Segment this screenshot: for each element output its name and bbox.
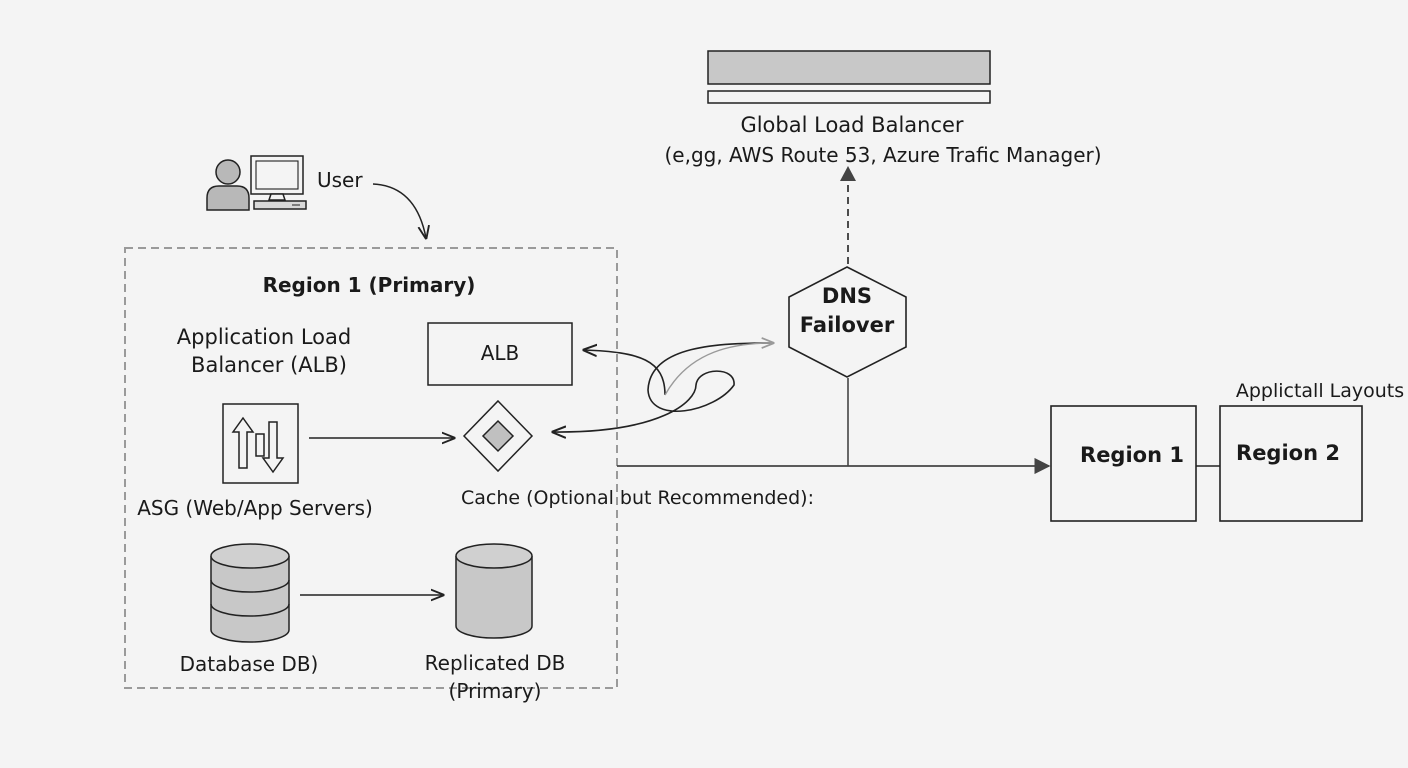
dns-label-line2: Failover bbox=[799, 313, 895, 337]
replicated-db-label-line2: (Primary) bbox=[448, 679, 542, 703]
region1-box bbox=[1050, 405, 1197, 522]
cache-label: Cache (Optional but Recommended): bbox=[461, 487, 814, 509]
region1-label: Region 1 bbox=[1080, 443, 1184, 467]
alb-box-label: ALB bbox=[480, 341, 520, 365]
database-cylinder-icon bbox=[455, 543, 533, 639]
dns-label-line1: DNS bbox=[821, 284, 873, 308]
alb-description-line1: Application Load bbox=[176, 325, 352, 349]
global-lb-subtitle: (e,gg, AWS Route 53, Azure Trafic Manage… bbox=[664, 143, 1102, 167]
user-computer-icon bbox=[206, 155, 307, 211]
db-label: Database DB) bbox=[179, 652, 319, 676]
diamond-cache-icon bbox=[462, 399, 534, 473]
region-primary-boundary bbox=[124, 247, 618, 689]
dns-arrow-head bbox=[840, 166, 856, 181]
global-lb-title: Global Load Balancer bbox=[740, 113, 964, 137]
dns-faint-arrow bbox=[664, 343, 773, 396]
user-to-region-arrow bbox=[372, 183, 426, 238]
alb-box bbox=[427, 322, 573, 386]
autoscaling-arrows-icon bbox=[222, 403, 299, 484]
alb-loop-arrow bbox=[553, 342, 773, 432]
global-lb-bar-top bbox=[707, 50, 991, 85]
region2-box bbox=[1219, 405, 1363, 522]
alb-description-line2: Balancer (ALB) bbox=[191, 353, 347, 377]
region2-label: Region 2 bbox=[1236, 441, 1340, 465]
database-stack-icon bbox=[210, 543, 290, 643]
alb-feedback-arrow bbox=[584, 350, 666, 396]
asg-label: ASG (Web/App Servers) bbox=[137, 496, 373, 520]
regions-header: Applictall Layouts bbox=[1235, 380, 1405, 402]
replicated-db-label-line1: Replicated DB bbox=[424, 651, 566, 675]
user-label: User bbox=[317, 168, 363, 192]
region-primary-title: Region 1 (Primary) bbox=[262, 273, 476, 297]
global-lb-bar-bottom bbox=[707, 90, 991, 104]
dns-failover-hexagon bbox=[788, 266, 907, 378]
